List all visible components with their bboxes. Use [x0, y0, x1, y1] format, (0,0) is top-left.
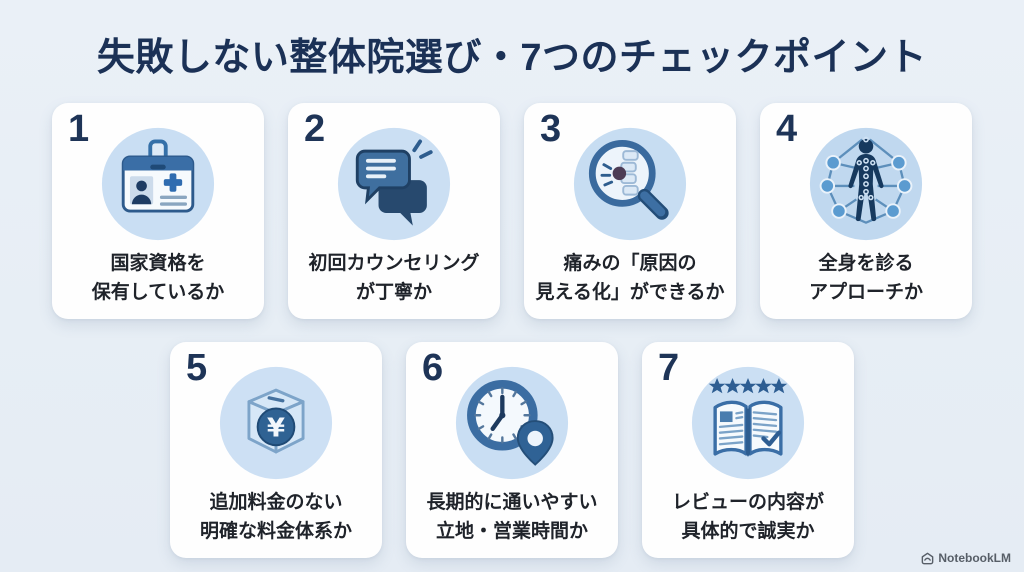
card-label-line1: 追加料金のない	[209, 492, 343, 513]
notebooklm-watermark: NotebookLM	[921, 551, 1011, 565]
notebooklm-label: NotebookLM	[938, 551, 1011, 565]
body-network-icon	[808, 126, 924, 242]
card-pain-visualization: 3 痛みの「原因の 見える化」ができるか	[524, 103, 736, 319]
card-whole-body: 4	[760, 103, 972, 319]
chat-bubbles-icon	[336, 126, 452, 242]
card-label-line2: アプローチか	[808, 281, 923, 303]
yen-box-icon: ¥	[218, 365, 334, 481]
card-number: 5	[186, 347, 208, 389]
review-book-icon	[690, 365, 806, 481]
card-number: 6	[422, 347, 444, 389]
card-label-line1: 全身を診る	[818, 253, 914, 274]
card-label-line2: 見える化」ができるか	[535, 281, 725, 303]
page-title: 失敗しない整体院選び・7つのチェックポイント	[96, 37, 928, 79]
card-row-bottom: 5 ¥ 追加料金のない 明確な料金体系か 6	[170, 342, 854, 558]
yen-symbol: ¥	[267, 414, 285, 444]
card-location-hours: 6 長期的に通いやすい	[406, 342, 618, 558]
card-label: 全身を診る アプローチか	[809, 250, 923, 307]
card-label-line2: 明確な料金体系か	[199, 520, 352, 542]
card-label-line2: 保有しているか	[91, 281, 225, 303]
card-label: 国家資格を 保有しているか	[92, 250, 224, 307]
clock-pin-icon	[454, 365, 570, 481]
card-national-license: 1 国家資格を 保有しているか	[52, 103, 264, 319]
notebooklm-logo-icon	[921, 552, 934, 565]
card-number: 4	[776, 108, 798, 150]
card-label-line1: 長期的に通いやすい	[426, 492, 598, 513]
card-label-line2: 具体的で誠実か	[681, 520, 815, 542]
card-number: 3	[540, 108, 562, 150]
card-counseling: 2 初回カウンセリング が丁寧か	[288, 103, 500, 319]
card-reviews: 7	[642, 342, 854, 558]
card-label: 長期的に通いやすい 立地・営業時間か	[426, 489, 597, 546]
card-label-line2: が丁寧か	[355, 281, 432, 303]
card-label-line2: 立地・営業時間か	[435, 520, 588, 542]
card-label: 痛みの「原因の 見える化」ができるか	[535, 250, 724, 307]
card-label-line1: 痛みの「原因の	[563, 253, 697, 274]
card-label: 初回カウンセリング が丁寧か	[308, 250, 479, 307]
card-label: レビューの内容が 具体的で誠実か	[672, 489, 824, 546]
card-label: 追加料金のない 明確な料金体系か	[200, 489, 352, 546]
card-number: 7	[658, 347, 680, 389]
card-label-line1: 初回カウンセリング	[308, 253, 480, 274]
card-number: 1	[68, 108, 90, 150]
card-label-line1: レビューの内容が	[671, 492, 824, 513]
magnifier-spine-icon	[572, 126, 688, 242]
card-number: 2	[304, 108, 326, 150]
id-badge-icon	[100, 126, 216, 242]
card-row-top: 1 国家資格を 保有しているか 2	[52, 103, 972, 319]
card-label-line1: 国家資格を	[110, 253, 206, 274]
card-pricing: 5 ¥ 追加料金のない 明確な料金体系か	[170, 342, 382, 558]
